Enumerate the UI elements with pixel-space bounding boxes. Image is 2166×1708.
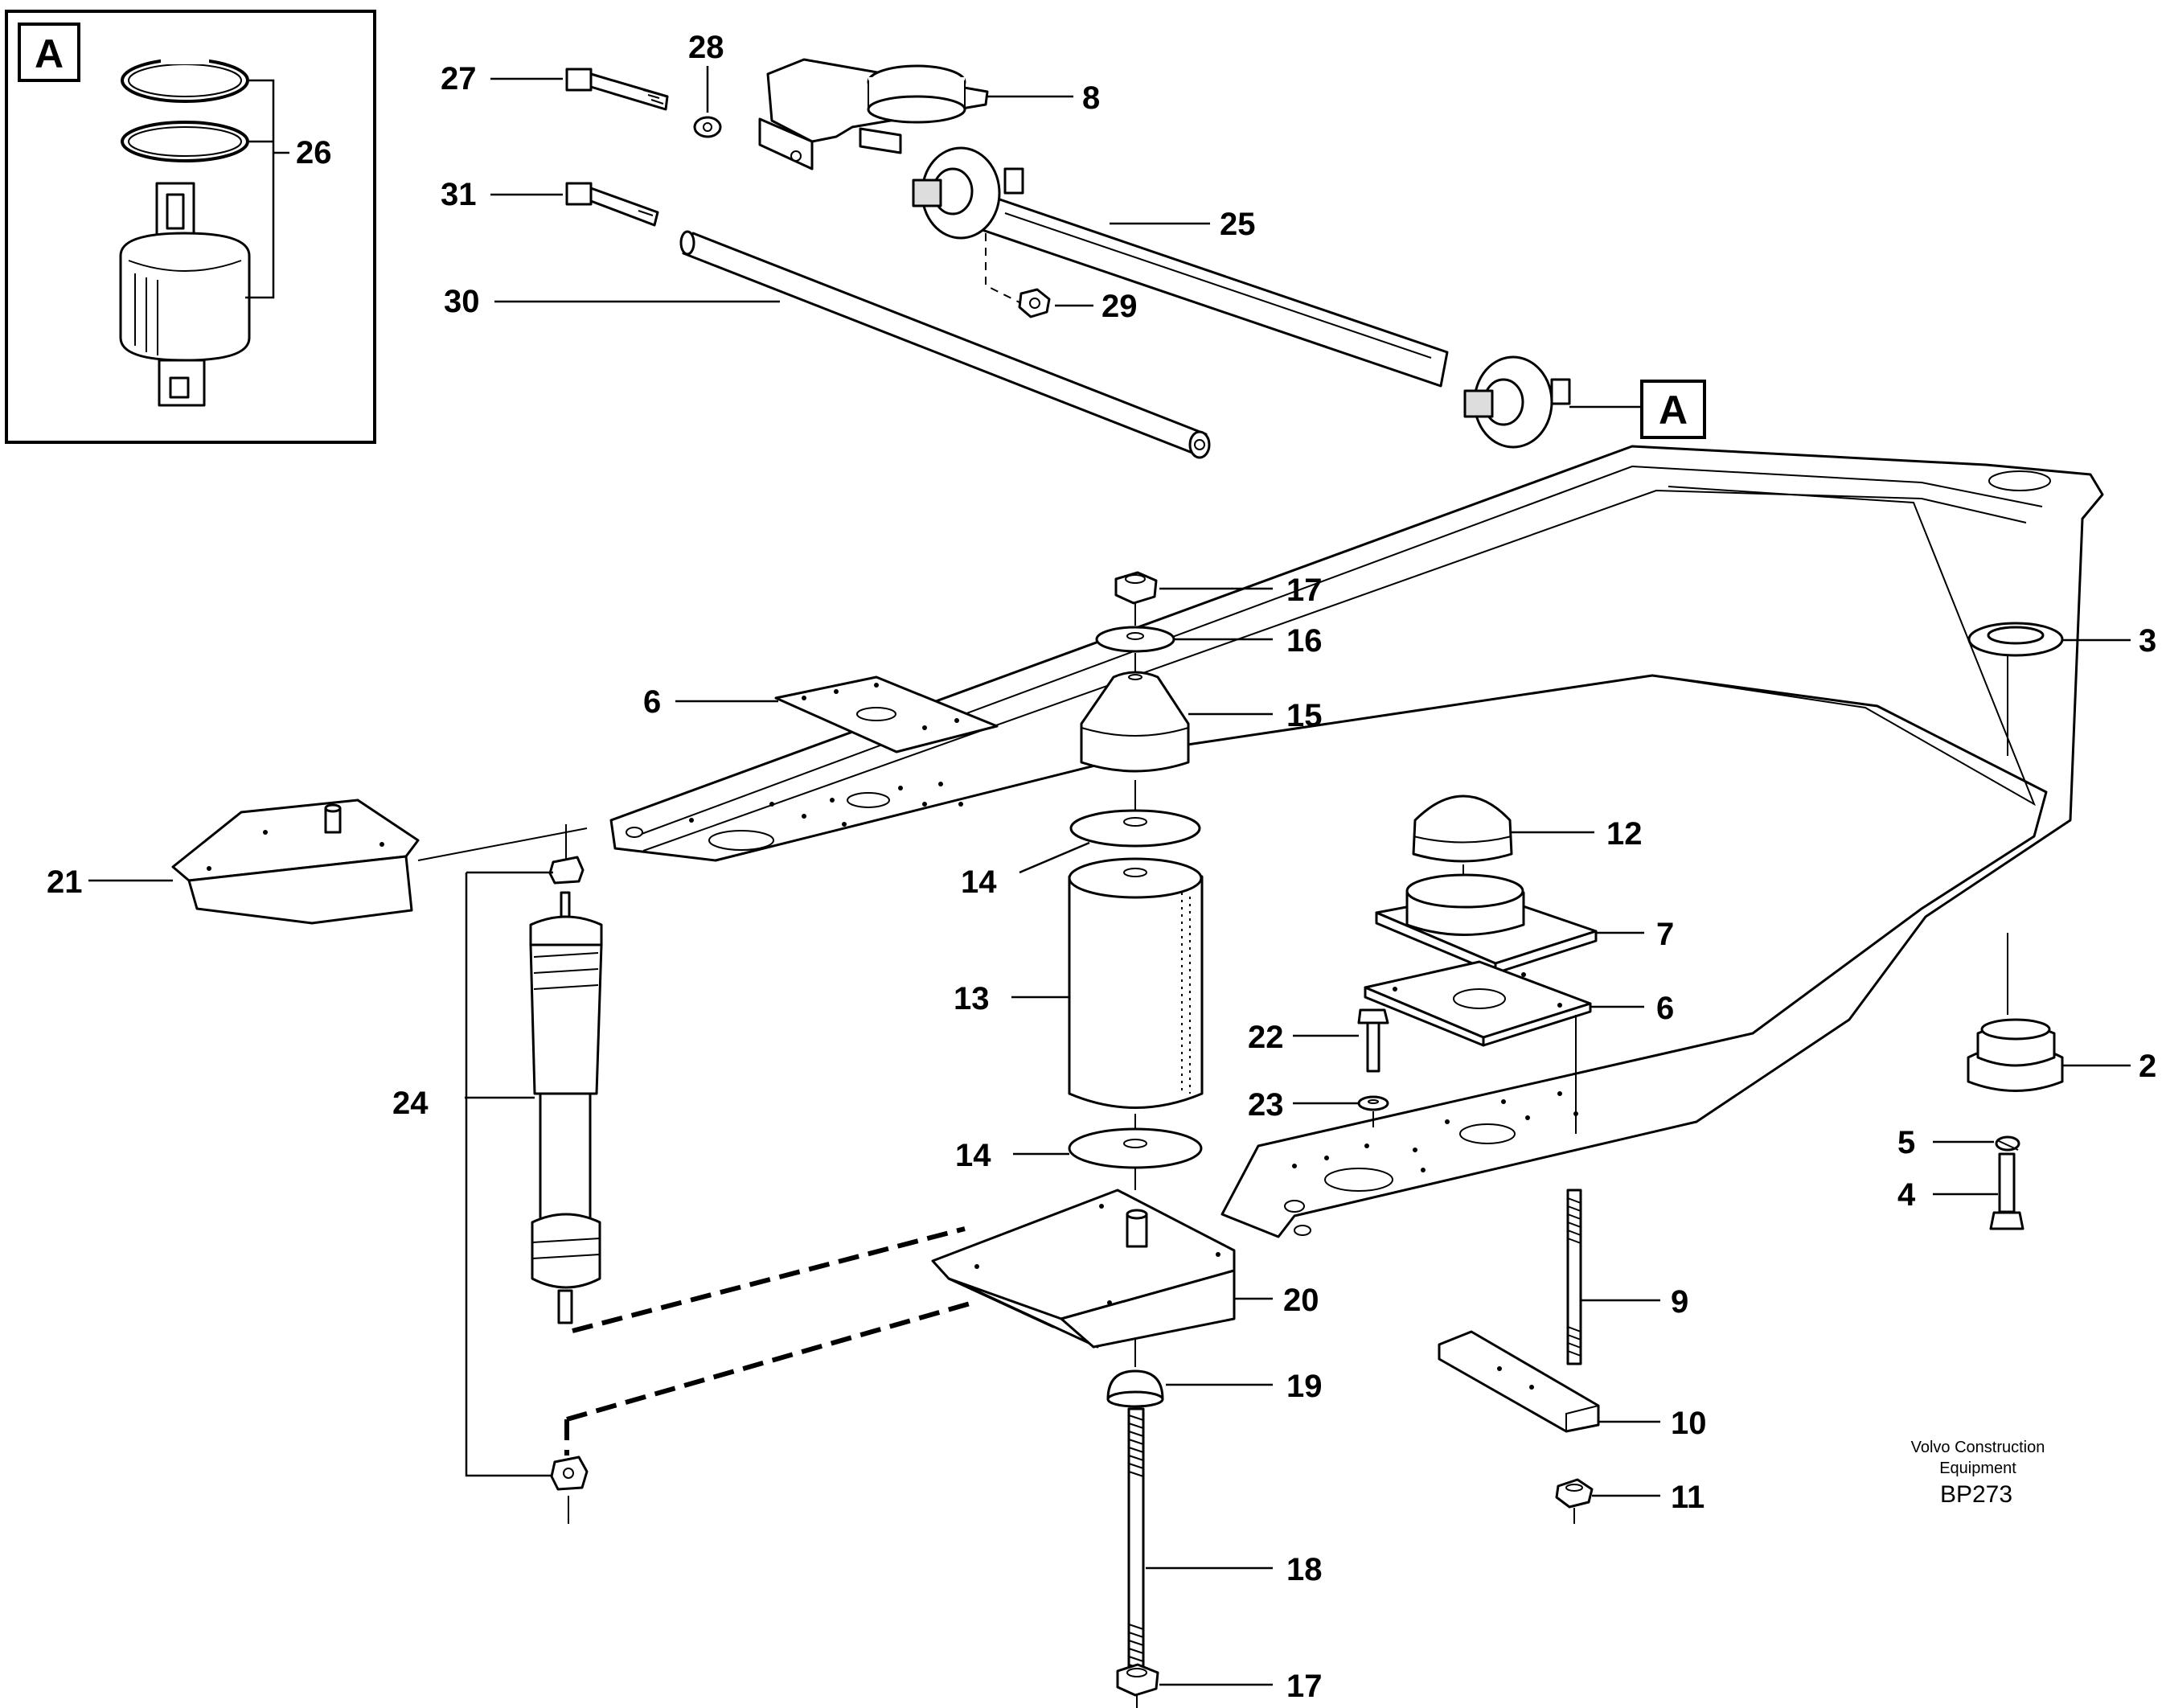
callout-15: 15 (1286, 698, 1323, 733)
nut-bottom-24 (550, 1455, 589, 1491)
bracket-20 (931, 1189, 1236, 1349)
mount-bracket-8 (758, 58, 989, 170)
upper-rubber-washer-3 (1967, 622, 2064, 657)
detail-a-marker: A (35, 31, 64, 76)
nut-top-24 (548, 856, 585, 885)
callout-16: 16 (1286, 623, 1323, 659)
rod-30 (679, 230, 1211, 459)
rubber-cylinder-13 (1068, 857, 1204, 1109)
bolt-4 (1989, 1152, 2024, 1230)
callout-2: 2 (2139, 1049, 2156, 1084)
bolt-27 (565, 68, 669, 111)
callout-4: 4 (1897, 1177, 1916, 1213)
drawing-code: BP273 (1940, 1481, 2012, 1508)
mounting-plate-7 (1375, 873, 1598, 975)
callout-27: 27 (441, 61, 477, 96)
callout-21: 21 (47, 864, 83, 900)
callout-14-bottom: 14 (955, 1138, 991, 1173)
washer-14-top (1069, 809, 1201, 848)
credit-company: Volvo Construction (1911, 1439, 2045, 1456)
callout-26: 26 (296, 135, 332, 170)
threaded-rod-18 (1127, 1407, 1145, 1692)
callout-20: 20 (1283, 1283, 1319, 1318)
circlip-ring (121, 55, 249, 103)
washer-28 (693, 116, 722, 138)
nut-17-top (1114, 571, 1158, 605)
washer-14-bottom (1068, 1127, 1203, 1169)
callout-11: 11 (1671, 1480, 1704, 1515)
callout-10: 10 (1671, 1406, 1707, 1441)
leader-26 (245, 79, 275, 299)
callout-3: 3 (2139, 623, 2156, 659)
bracket-21 (171, 799, 420, 925)
rubber-buffer-15 (1080, 671, 1190, 773)
nut-29 (985, 233, 1051, 318)
rubber-buffer-12 (1412, 794, 1513, 863)
callout-31: 31 (441, 177, 477, 212)
frame-bolt-holes (689, 782, 1578, 1172)
shock-absorber-24 (529, 891, 603, 1324)
callout-17-top: 17 (1286, 573, 1323, 608)
bolt-31 (565, 182, 659, 227)
callout-14-top: 14 (961, 864, 997, 900)
washer-5 (1995, 1135, 2020, 1152)
nut-17-bottom (1116, 1663, 1159, 1697)
callout-13: 13 (954, 981, 990, 1016)
lower-rubber-mount-2 (1967, 1018, 2064, 1092)
credit-equipment: Equipment (1939, 1460, 2016, 1477)
credit-block: Volvo Construction Equipment BP273 (1911, 1439, 2045, 1508)
mounting-plate-6-right (1364, 960, 1592, 1047)
callout-12: 12 (1606, 816, 1643, 852)
callout-5: 5 (1897, 1125, 1915, 1160)
rubber-bushing (119, 182, 251, 407)
callout-6-right: 6 (1656, 991, 1674, 1026)
detail-a-inset: A 26 (5, 10, 376, 444)
callout-24: 24 (392, 1086, 429, 1121)
callout-7: 7 (1656, 917, 1674, 952)
callout-8: 8 (1082, 80, 1100, 116)
callout-9: 9 (1671, 1284, 1688, 1320)
callout-19: 19 (1286, 1369, 1323, 1404)
detail-a-reference-box (1640, 380, 1706, 439)
clamp-bar-10 (1438, 1330, 1600, 1433)
callout-17-bottom: 17 (1286, 1669, 1323, 1704)
mounting-plate-6-left (774, 675, 999, 753)
subframe-1 (609, 445, 2104, 1238)
callout-30: 30 (444, 284, 480, 319)
callout-18: 18 (1286, 1552, 1323, 1587)
callout-22: 22 (1248, 1020, 1284, 1055)
callout-29: 29 (1101, 289, 1138, 324)
bolt-22 (1357, 1008, 1389, 1073)
rubber-cap-19 (1106, 1369, 1164, 1408)
callout-6-left: 6 (643, 684, 661, 720)
callout-23: 23 (1248, 1087, 1284, 1123)
seal-ring (121, 121, 249, 162)
detail-a-reference: A (1659, 388, 1688, 433)
stud-9 (1566, 1189, 1582, 1365)
torque-rod-25 (912, 146, 1571, 449)
callout-28: 28 (688, 30, 724, 65)
callout-25: 25 (1220, 207, 1256, 242)
washer-23 (1357, 1095, 1389, 1111)
washer-16 (1095, 626, 1175, 653)
nut-11 (1555, 1478, 1594, 1509)
